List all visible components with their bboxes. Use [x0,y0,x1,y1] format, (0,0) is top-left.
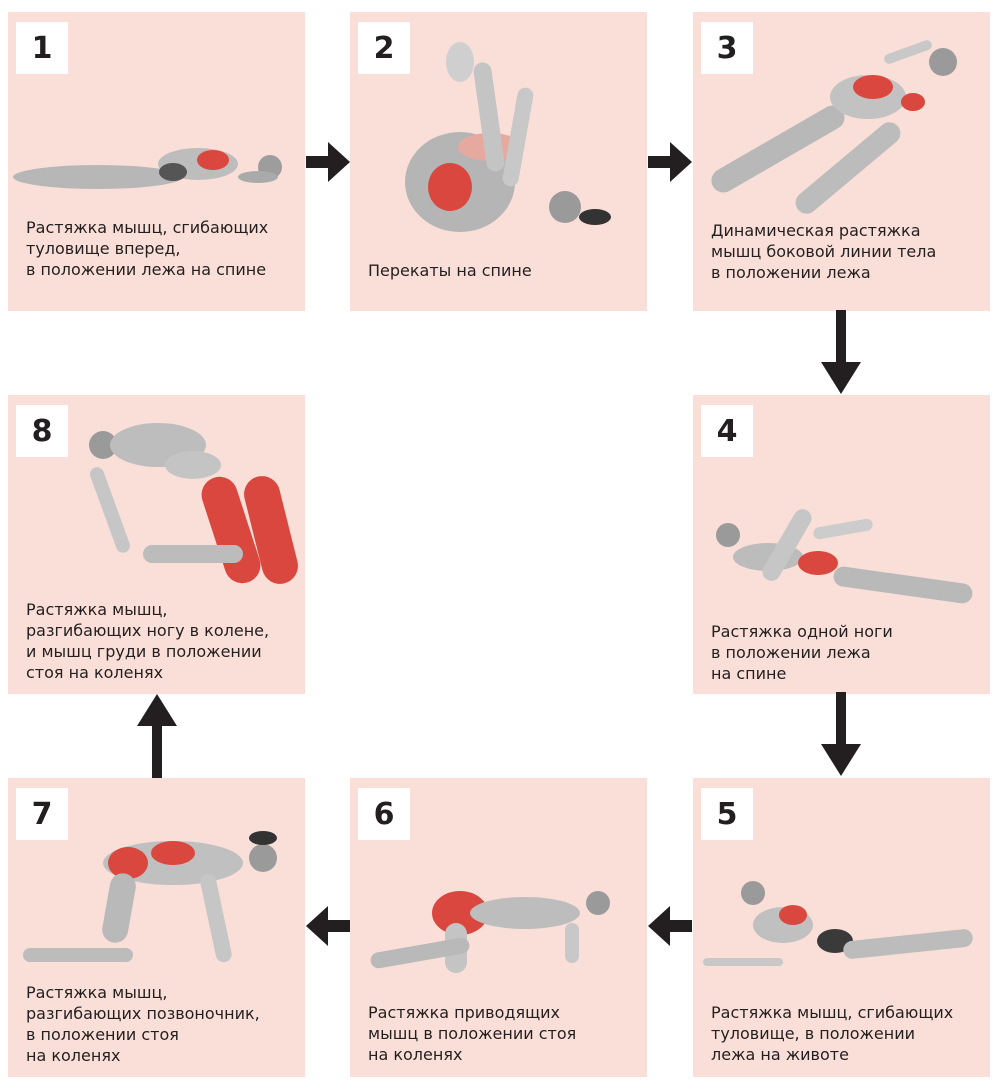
step-card-7: 7 Растяжка мышц, разгибающих позвоночник… [8,778,305,1077]
step-number-badge: 7 [16,788,68,840]
exercise-figure-3 [711,40,957,214]
step-card-1: 1 Растяжка мышц, сгибающих туловище впер… [8,12,305,311]
exercise-figure-7 [23,831,277,963]
step-caption: Растяжка мышц, сгибающих туловище вперед… [26,218,269,279]
step-card-3: 3 Динамическая растяжка мышц боковой лин… [693,12,990,311]
flow-arrow-left-icon [306,906,350,946]
exercise-figure-2 [405,42,611,232]
flow-arrow-down-icon [821,310,861,394]
step-card-2: 2 Перекаты на спине [350,12,647,311]
flow-arrow-right-icon [648,142,692,182]
exercise-figure-4 [716,509,973,604]
step-card-4: 4 Растяжка одной ноги в положении лежа н… [693,395,990,694]
step-caption: Растяжка мышц, разгибающих позвоночник, … [26,983,260,1065]
step-caption: Растяжка одной ноги в положении лежа на … [711,622,893,683]
step-number-badge: 2 [358,22,410,74]
step-number-badge: 6 [358,788,410,840]
step-caption: Растяжка мышц, сгибающих туловище, в пол… [711,1003,954,1064]
flow-arrow-up-icon [137,694,177,778]
step-number-badge: 3 [701,22,753,74]
exercise-figure-1 [13,148,282,189]
step-caption: Перекаты на спине [368,261,532,280]
flow-arrow-left-icon [648,906,692,946]
step-number-badge: 5 [701,788,753,840]
step-number-badge: 1 [16,22,68,74]
step-caption: Динамическая растяжка мышц боковой линии… [711,221,937,282]
step-number-badge: 8 [16,405,68,457]
flow-arrow-down-icon [821,692,861,776]
step-caption: Растяжка приводящих мышц в положении сто… [368,1003,577,1064]
step-caption: Растяжка мышц, разгибающих ногу в колене… [26,600,270,682]
step-card-8: 8 Растяжка мышц, разгибающих ногу в коле… [8,395,305,694]
exercise-figure-5 [703,881,973,966]
step-card-5: 5 Растяжка мышц, сгибающих туловище, в п… [693,778,990,1077]
flow-arrow-right-icon [306,142,350,182]
exercise-figure-8 [89,423,298,584]
exercise-figure-6 [370,891,610,973]
step-number-badge: 4 [701,405,753,457]
step-card-6: 6 Растяжка приводящих мышц в положении с… [350,778,647,1077]
